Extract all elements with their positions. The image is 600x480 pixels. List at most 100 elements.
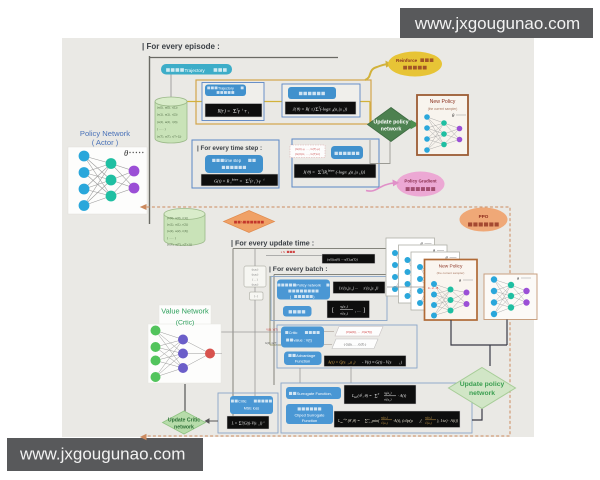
svg-text:t: t [430, 423, 431, 426]
svg-text:L: L [351, 393, 355, 398]
svg-text:{V(s(0)), ... ,V(s(T))}: {V(s(0)), ... ,V(s(T))} [346, 330, 372, 334]
svg-text:network: network [381, 127, 402, 133]
svg-text:m: m [368, 418, 370, 421]
svg-text:0: 0 [352, 288, 354, 291]
svg-text:θ: θ [386, 393, 387, 396]
svg-text:θ: θ [297, 107, 300, 112]
svg-text:Σ: Σ [315, 107, 318, 113]
svg-text:(a: (a [333, 107, 337, 112]
svg-text:θ: θ [426, 418, 427, 420]
svg-text:PPO: PPO [479, 214, 489, 219]
svg-text:(a: (a [343, 305, 346, 309]
svg-text:t: t [346, 313, 347, 316]
svg-text:Trajectory: Trajectory [218, 86, 234, 90]
svg-text:t: t [231, 182, 232, 185]
svg-text:clip: clip [343, 418, 347, 421]
svg-text:): ) [386, 416, 388, 420]
svg-text:′)·γ: ′)·γ [255, 179, 261, 184]
svg-text:{s,a,r}: {s,a,r} [252, 268, 259, 272]
svg-text:θ: θ [342, 307, 343, 309]
svg-text:{ ...... }: { ...... } [157, 127, 166, 131]
svg-text:): ) [312, 107, 315, 112]
svg-text:Trajectory: Trajectory [184, 68, 205, 73]
svg-text:t: t [346, 306, 347, 309]
svg-text:G(t) = R: G(t) = R [214, 179, 229, 184]
svg-text:(the current sampler): (the current sampler) [437, 271, 465, 275]
svg-text:t: t [386, 423, 387, 426]
svg-text:) =: ) = [366, 393, 372, 398]
svg-text:, ...: , ... [355, 308, 361, 314]
svg-text:^: ^ [426, 422, 427, 424]
svg-text:π: π [340, 305, 342, 309]
svg-text:): ) [430, 421, 432, 425]
svg-text:sur: sur [354, 396, 358, 399]
svg-text:′: ′ [361, 393, 362, 396]
svg-text:{s(1), a(1), r(2)}: {s(1), a(1), r(2)} [167, 223, 188, 227]
svg-text:T: T [321, 169, 323, 172]
svg-text:Policy Network: Policy Network [80, 129, 130, 138]
svg-text:θ: θ [421, 241, 423, 246]
svg-text:(θ′,θ) =: (θ′,θ) = [348, 418, 360, 424]
svg-text:min(: min( [372, 418, 380, 423]
svg-text:t: t [338, 110, 339, 113]
svg-text:(the current sampler): (the current sampler) [428, 107, 458, 111]
svg-text:| For every batch :: | For every batch : [269, 266, 328, 273]
svg-text:t=0: t=0 [369, 421, 373, 424]
svg-text:]: ] [363, 307, 365, 314]
svg-text:π: π [381, 421, 383, 425]
svg-text:Σ: Σ [233, 109, 237, 115]
svg-text:): ) [386, 421, 388, 425]
svg-text:Cliped Surrogate: Cliped Surrogate [294, 413, 325, 418]
svg-text:[R: [R [322, 170, 327, 175]
svg-text:future: future [232, 179, 239, 182]
svg-text:π: π [340, 312, 342, 316]
svg-text:{s(0), a(0), r(1)}: {s(0), a(0), r(1)} [167, 216, 188, 220]
svg-text:J(: J( [303, 170, 307, 175]
svg-text:{s(1), a(1), r(2)}: {s(1), a(1), r(2)} [157, 113, 178, 117]
svg-text:A(t) = Q(s: A(t) = Q(s [327, 360, 346, 365]
svg-text:sur: sur [340, 421, 343, 424]
svg-text:t: t [254, 182, 255, 185]
svg-text:(a: (a [427, 416, 430, 420]
svg-text:θ: θ [348, 173, 350, 176]
svg-text:L =: L = [231, 422, 238, 426]
svg-text:γ: γ [238, 110, 240, 115]
svg-text:) =: ) = [223, 110, 230, 115]
svg-text:(: ( [290, 295, 292, 299]
svg-text:Σ: Σ [246, 179, 249, 185]
svg-text:(-logπ: (-logπ [336, 170, 348, 175]
svg-text:(Crtic): (Crtic) [176, 320, 195, 327]
svg-text:Function: Function [302, 418, 317, 423]
svg-text:·r: ·r [244, 110, 247, 115]
svg-text:t: t [259, 423, 260, 426]
svg-text:(-logπ: (-logπ [320, 107, 332, 112]
svg-text:t: t [389, 399, 390, 402]
svg-text:[: [ [332, 307, 334, 314]
svg-text:{G(0)/σ, ···, G(T)/σ}: {G(0)/σ, ···, G(T)/σ} [295, 152, 320, 156]
svg-text:): ) [400, 360, 403, 365]
svg-text:^: ^ [342, 312, 343, 314]
svg-text:www.jxgougunao.com: www.jxgougunao.com [414, 14, 580, 33]
svg-text:·A(t), (clip(ρ: ·A(t), (clip(ρ [393, 418, 413, 424]
svg-text:t: t [248, 111, 249, 115]
svg-text:(: ( [358, 393, 360, 398]
svg-text:|s: |s [371, 287, 374, 291]
svg-text:value : V(t): value : V(t) [294, 339, 313, 343]
svg-text:(a: (a [383, 421, 386, 425]
svg-text:θ: θ [307, 170, 310, 175]
svg-text:θ: θ [360, 393, 362, 398]
svg-text:T: T [237, 107, 239, 111]
svg-text:): ) [346, 305, 349, 309]
svg-text:), 1±ε) · A(t)): ), 1±ε) · A(t)) [436, 418, 459, 424]
svg-text:{: { [339, 287, 341, 291]
svg-text:T: T [242, 421, 244, 424]
svg-text:J(: J( [293, 107, 297, 112]
svg-text:θ: θ [382, 418, 383, 420]
svg-text:New Policy: New Policy [439, 264, 463, 270]
svg-text:{s(2), a(2), r(3)}: {s(2), a(2), r(3)} [167, 229, 188, 233]
svg-text:New Policy: New Policy [430, 99, 456, 105]
svg-text:{s,a,r}: {s,a,r} [252, 273, 259, 277]
svg-text:{s(2), a(2), r(3)}: {s(2), a(2), r(3)} [157, 120, 178, 124]
svg-text:^: ^ [342, 286, 344, 289]
svg-text:(a: (a [427, 421, 430, 425]
